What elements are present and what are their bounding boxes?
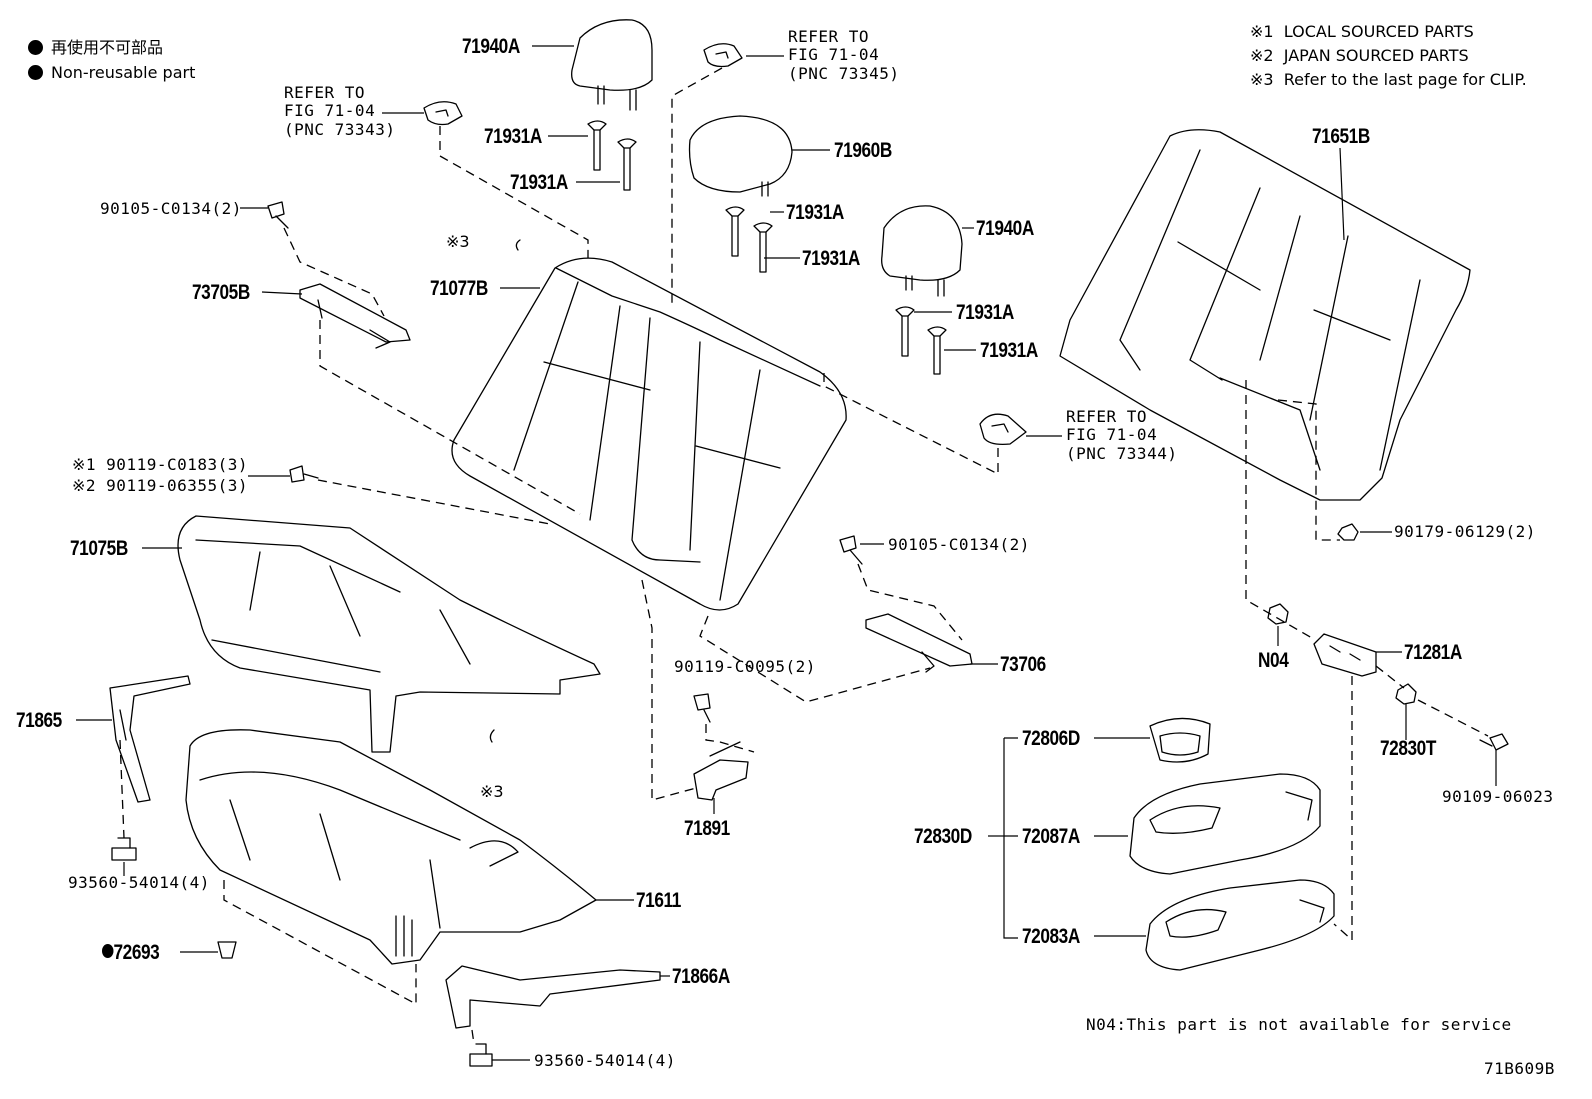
part-label: 90179-06129(2) [1394, 522, 1536, 541]
part-label: 71940A [462, 35, 520, 58]
bolt-90119-C0183 [289, 465, 319, 483]
headrest-71940A-right [881, 205, 963, 297]
armrest-72087A [1129, 773, 1321, 875]
bracket-71891 [693, 741, 749, 801]
n04-note: N04:This part is not available for servi… [1086, 1015, 1512, 1034]
part-label: 71866A [672, 965, 730, 988]
part-label-non-reusable: 72693 [102, 941, 160, 964]
part-label: 72083A [1022, 925, 1080, 948]
seatback-board-71651B [1059, 129, 1471, 501]
part-label: 90105-C0134(2) [888, 535, 1030, 554]
refer-pnc-73345: REFER TO FIG 71-04 (PNC 73345) [788, 27, 900, 83]
bolt-90105-right [839, 535, 863, 565]
hinge-73706 [865, 613, 973, 673]
part-label: 71960B [834, 139, 892, 162]
bracket-71281A [1313, 633, 1377, 677]
part-label: 71940A [976, 217, 1034, 240]
part-label: 72806D [1022, 727, 1080, 750]
headrest-71960B [688, 115, 793, 197]
clip-3-mid [489, 729, 495, 743]
part-label: 71931A [786, 201, 844, 224]
part-label: 71891 [684, 817, 730, 840]
armrest-72083A [1145, 879, 1335, 971]
part-label: 71651B [1312, 125, 1370, 148]
guide-71931A-right [895, 306, 947, 375]
refer-pnc-73343: REFER TO FIG 71-04 (PNC 73343) [284, 83, 396, 139]
non-reusable-dot-icon [28, 65, 43, 80]
fastener-93560-b [469, 1043, 493, 1067]
part-label: 71611 [636, 889, 681, 912]
bolt-90119-C0095 [693, 693, 711, 723]
guide-71931A-mid [725, 206, 773, 273]
part-label: 93560-54014(4) [534, 1051, 676, 1070]
bracket-71866A [445, 965, 661, 1029]
part-label: N04 [1258, 649, 1289, 672]
seat-cushion-cover-71075B [177, 515, 601, 753]
part-label: 71865 [16, 709, 62, 732]
part-label: 93560-54014(4) [68, 873, 210, 892]
clip-ref-label: ※3 [446, 232, 470, 251]
note-japan-sourced: ※2 JAPAN SOURCED PARTS [1250, 46, 1469, 65]
headrest-71940A-top [571, 19, 653, 111]
seat-cushion-pad-71611 [185, 729, 597, 965]
part-label: 90105-C0134(2) [100, 199, 242, 218]
part-label: 72830T [1380, 737, 1436, 760]
cup-holder-72806D [1149, 717, 1211, 763]
part-label: 71931A [956, 301, 1014, 324]
part-label: 71281A [1404, 641, 1462, 664]
clip-3-top [515, 239, 521, 251]
part-label: 71931A [510, 171, 568, 194]
part-label: 72087A [1022, 825, 1080, 848]
part-label: 72830D [914, 825, 972, 848]
part-label: 71931A [980, 339, 1038, 362]
part-label: 71931A [484, 125, 542, 148]
nut-72830T [1395, 683, 1417, 705]
guide-71931A-top [587, 120, 637, 191]
part-label: 72693 [113, 941, 160, 964]
hinge-73705B [299, 283, 411, 349]
refer-pnc-73344: REFER TO FIG 71-04 (PNC 73344) [1066, 407, 1178, 463]
legend-non-reusable-en: Non-reusable part [28, 65, 195, 81]
part-label: ※1 90119-C0183(3) [72, 455, 249, 474]
part-label: ※2 90119-06355(3) [72, 476, 249, 495]
bolt-90109 [1479, 733, 1509, 751]
clip-72693 [217, 941, 237, 959]
part-label: 90119-C0095(2) [674, 657, 816, 676]
part-label: 73706 [1000, 653, 1046, 676]
non-reusable-dot-icon [28, 40, 43, 55]
part-label: 73705B [192, 281, 250, 304]
nut-90179 [1337, 523, 1359, 541]
clip-ref-label: ※3 [480, 782, 504, 801]
nut-N04 [1267, 603, 1289, 625]
part-label: 90109-06023 [1442, 787, 1554, 806]
bolt-90105-left [267, 201, 289, 229]
legend-non-reusable-jp: 再使用不可部品 [28, 40, 163, 56]
non-reusable-dot-icon [102, 944, 114, 958]
seatback-71077B [451, 257, 847, 611]
note-local-sourced: ※1 LOCAL SOURCED PARTS [1250, 22, 1474, 41]
fastener-93560-a [111, 837, 137, 861]
part-label: 71075B [70, 537, 128, 560]
bracket-71865 [109, 675, 191, 803]
part-label: 71077B [430, 277, 488, 300]
part-label: 71931A [802, 247, 860, 270]
note-clip: ※3 Refer to the last page for CLIP. [1250, 70, 1527, 89]
figure-code: 71B609B [1484, 1059, 1555, 1078]
